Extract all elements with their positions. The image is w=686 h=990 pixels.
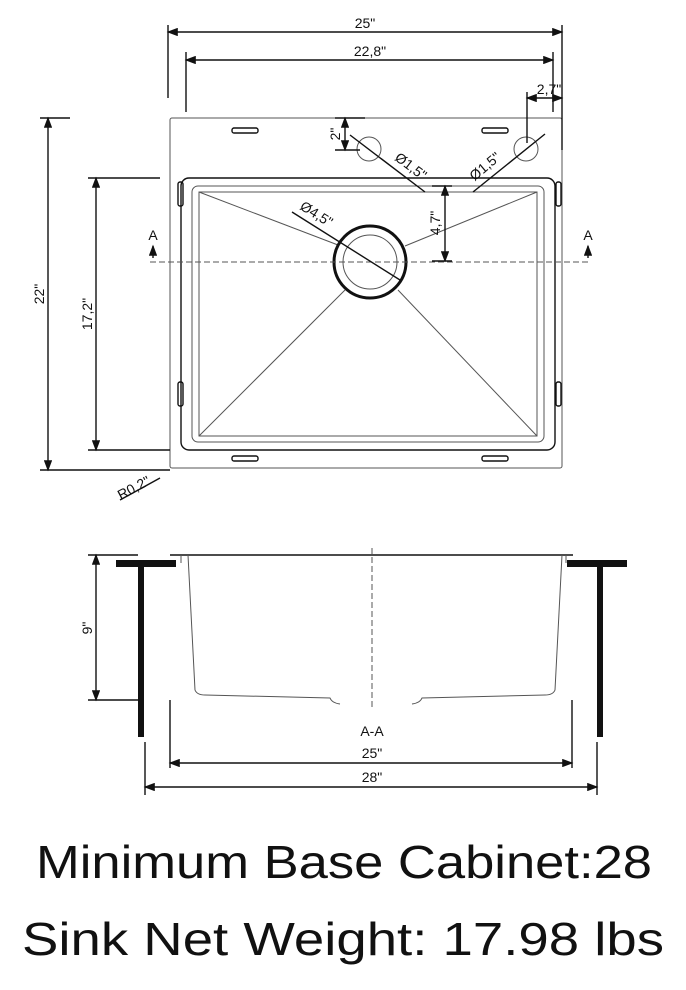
section-marker-left: A (148, 227, 158, 243)
dim-overall-depth: 22" (31, 284, 47, 305)
bowl-inner (191, 185, 545, 443)
tap-hole-1 (356, 136, 382, 162)
dim-inner-depth: 17,2" (79, 298, 95, 330)
section-view: 9" A-A 25" 28" (79, 548, 627, 795)
dim-depth: 9" (79, 622, 95, 635)
dimension-lines (40, 25, 564, 501)
tap-hole-2 (513, 136, 539, 162)
dim-corner-radius: R0,2" (115, 472, 153, 502)
mounting-slots (177, 127, 562, 462)
cabinet-walls (116, 560, 627, 737)
top-view: A A 25" 22,8" 2,7" 2" Ø1,5" Ø1 (31, 15, 593, 503)
dim-sink-width: 25" (362, 745, 383, 761)
section-marker-right: A (583, 227, 593, 243)
dim-cabinet-width: 28" (362, 769, 383, 785)
caption-min-cabinet: Minimum Base Cabinet:28 (36, 836, 652, 888)
bowl-profile (180, 554, 567, 705)
sink-outline (169, 117, 563, 469)
section-label: A-A (360, 723, 384, 739)
dim-inner-width: 22,8" (354, 43, 386, 59)
dim-tap-depth: 2" (327, 128, 343, 141)
bowl-slope-lines (198, 191, 538, 437)
bowl-rim (180, 177, 556, 451)
dim-tap-offset: 2,7" (537, 81, 561, 97)
dim-overall-width: 25" (355, 15, 376, 31)
caption-net-weight: Sink Net Weight: 17.98 lbs (22, 913, 664, 965)
dim-drain-offset: 4,7" (427, 211, 443, 235)
dim-drain: Ø4,5" (297, 198, 335, 230)
